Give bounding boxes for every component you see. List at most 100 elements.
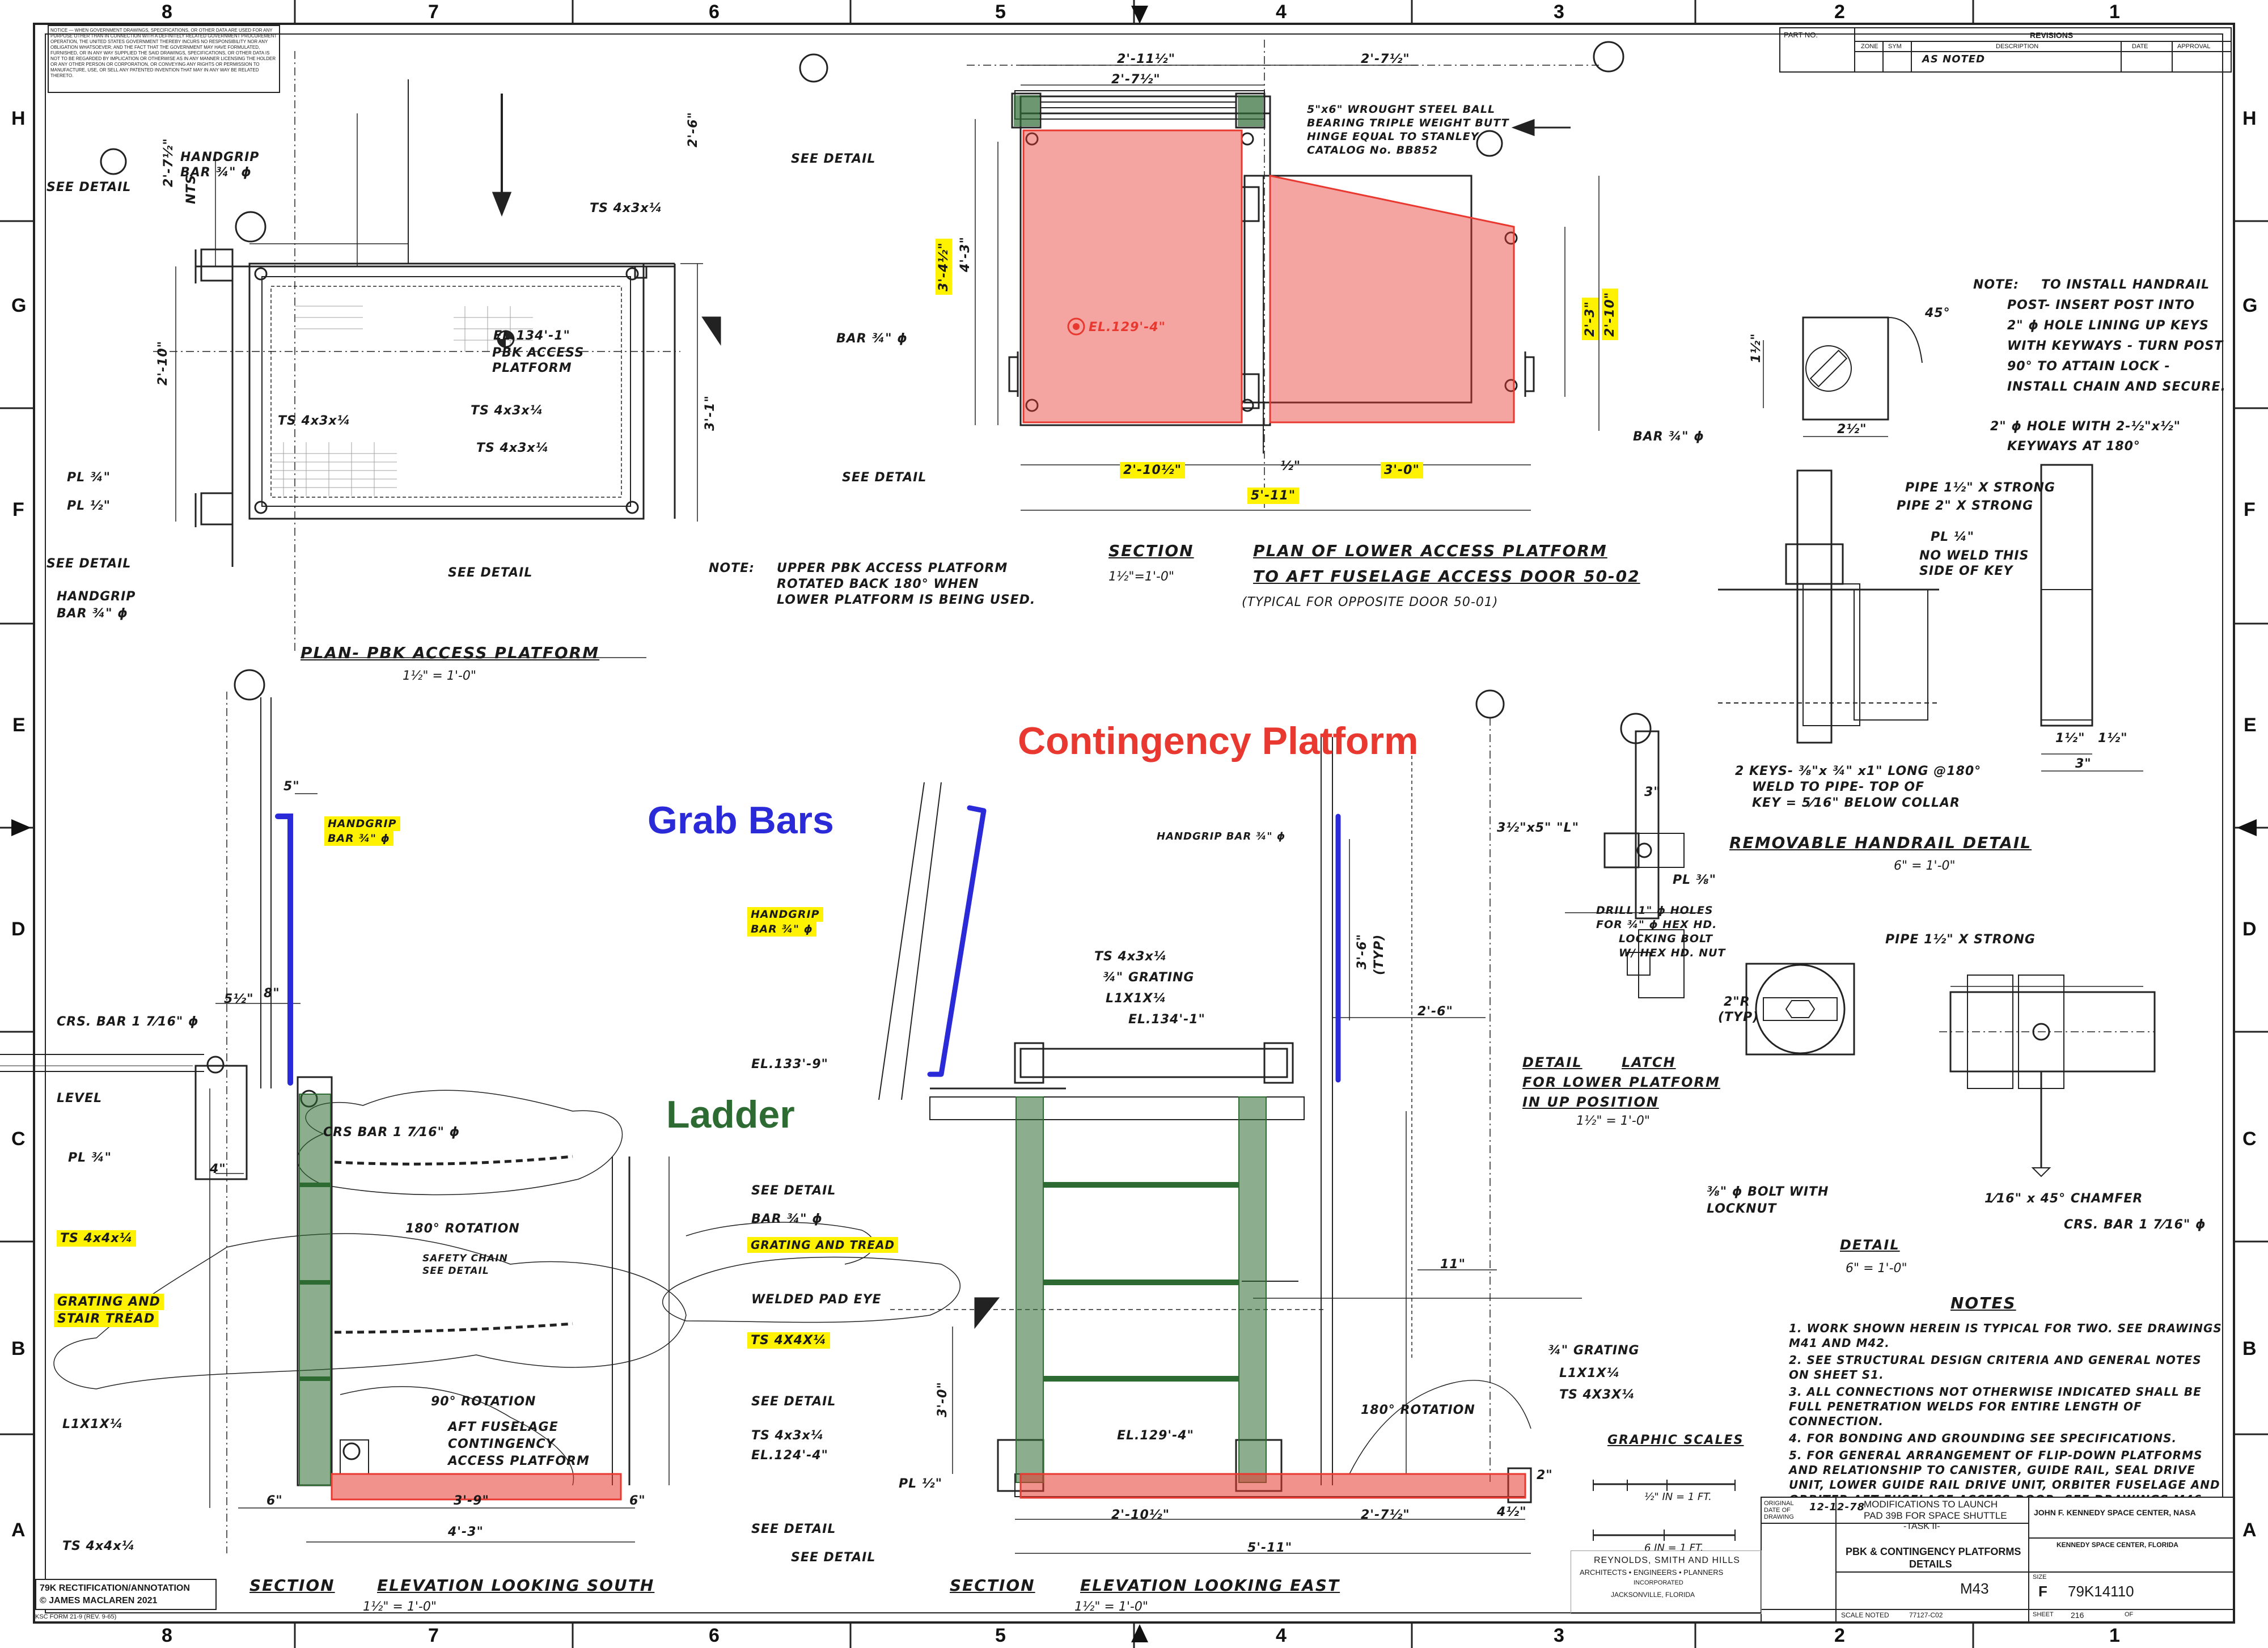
section-a-crs-bar-1: CRS. BAR 1 7⁄16" ϕ [57, 1015, 199, 1029]
section-b-dim-8: 3'-0" [936, 1382, 950, 1417]
zone-col-6-bottom: 6 [709, 1625, 720, 1646]
zone-row-c-left: C [11, 1128, 26, 1150]
detail-e-title: DETAIL [1840, 1237, 1900, 1253]
section-a-ts-3: TS 4x3x¼ [751, 1429, 824, 1443]
title-sheet-label: SHEET [2033, 1611, 2054, 1618]
title-block: ORIGINAL DATE OF DRAWING 12-12-78 MODIFI… [1761, 1497, 2234, 1622]
handrail-noweld-2: SIDE OF KEY [1919, 564, 2013, 578]
handrail-dim-5: 3" [2075, 757, 2092, 771]
handrail-dim-4: 1½" [2098, 731, 2128, 745]
section-a-title-label: SECTION [249, 1576, 335, 1595]
latch-title-1: DETAIL [1522, 1054, 1582, 1070]
plan-see-detail-e: SEE DETAIL [46, 180, 132, 194]
notes-list: 1. WORK SHOWN HEREIN IS TYPICAL FOR TWO.… [1789, 1321, 2225, 1524]
section-c-dim-right2: 2'-10" [1602, 288, 1618, 340]
handrail-keys-2: WELD TO PIPE- TOP OF [1752, 780, 1925, 794]
revisions-col-zone: ZONE [1861, 43, 1878, 50]
plan-pl-half: PL ½" [67, 499, 111, 513]
revisions-col-approval: APPROVAL [2177, 43, 2211, 50]
section-b-handgrip: HANDGRIP [747, 907, 823, 922]
plan-pbk-access: PBK ACCESS [492, 346, 585, 360]
section-a-dim-3-9: 3'-9" [454, 1494, 489, 1508]
title-line-1: MODIFICATIONS TO LAUNCH [1864, 1499, 1998, 1510]
section-b-dim-2: 2'-7½" [1361, 1508, 1410, 1522]
detail-e-pipe: PIPE 1½" X STRONG [1885, 933, 2036, 947]
title-scale-label: SCALE NOTED [1841, 1611, 1889, 1619]
section-a-title: ELEVATION LOOKING SOUTH [377, 1576, 655, 1595]
section-b-dim-7: 11" [1440, 1257, 1466, 1272]
section-b-dim-4: 3'-6" [1355, 934, 1369, 969]
latch-dim: 3" [1644, 785, 1661, 799]
section-b-dim-6: 2'-6" [1417, 1005, 1453, 1019]
revisions-part-no: PART NO. [1784, 31, 1818, 39]
section-b-grating-tread: GRATING AND TREAD [747, 1237, 899, 1253]
handrail-note-1: TO INSTALL HANDRAIL [2041, 278, 2210, 292]
copyright-line-2: © JAMES MACLAREN 2021 [40, 1596, 158, 1605]
handrail-dim-3: 1½" [2055, 731, 2085, 745]
section-c-dim-half: ½" [1280, 459, 1301, 473]
section-a-dim-5: 5" [284, 779, 300, 794]
zone-col-5-top: 5 [995, 1, 1006, 23]
title-line-3: -TASK II- [1903, 1522, 1940, 1531]
revisions-col-sym: SYM [1888, 43, 1902, 50]
plan-handgrip2: HANDGRIP [57, 590, 136, 604]
section-a-chain-2: SEE DETAIL [422, 1265, 489, 1277]
handrail-pl: PL ¼" [1931, 530, 1975, 544]
revisions-header: REVISIONS [2030, 31, 2074, 40]
revisions-block: PART NO. REVISIONS ZONE SYM DESCRIPTION … [1779, 27, 2232, 73]
elevation-marker [1067, 317, 1085, 336]
latch-drill-4: W/ HEX HD. NUT [1619, 947, 1726, 959]
firm-discipline: ARCHITECTS • ENGINEERS • PLANNERS [1580, 1568, 1724, 1577]
handrail-dim-2: 2½" [1837, 422, 1867, 437]
zone-row-f-right: F [2244, 499, 2256, 520]
section-a-dim-4-3: 4'-3" [448, 1525, 484, 1539]
section-b-el-129: EL.129'-4" [1117, 1429, 1194, 1443]
plan-ts-low: TS 4x3x¼ [476, 441, 549, 455]
title-sheet: 216 [2071, 1611, 2084, 1620]
note-item: 1. WORK SHOWN HEREIN IS TYPICAL FOR TWO.… [1789, 1321, 2222, 1350]
section-c-bar: BAR ¾" ϕ [836, 332, 908, 346]
contingency-platform-section-b [1019, 1473, 1526, 1499]
callout-contingency-platform: Contingency Platform [1018, 719, 1419, 762]
zone-row-a-left: A [11, 1519, 26, 1541]
graphic-scales-title: GRAPHIC SCALES [1607, 1433, 1744, 1447]
zone-row-h-right: H [2242, 108, 2257, 129]
section-b-angle-right: L1X1X¼ [1559, 1366, 1620, 1380]
plan-dim-2-10: 2'-10" [156, 340, 170, 385]
latch-drill-1: DRILL 1" ϕ HOLES [1596, 904, 1713, 917]
section-a-scale: 1½" = 1'-0" [363, 1600, 437, 1614]
plan-note-line-1: UPPER PBK ACCESS PLATFORM [777, 561, 1008, 575]
section-b-ts: TS 4x3x¼ [1094, 950, 1167, 964]
section-a-dim-6-right: 6" [629, 1494, 646, 1508]
latch-drill-3: LOCKING BOLT [1619, 933, 1713, 945]
plan-handgrip-bar: BAR ¾" ϕ [180, 166, 252, 180]
handrail-note-4: WITH KEYWAYS - TURN POST [2007, 339, 2224, 353]
section-a-dim-8: 8" [264, 986, 280, 1001]
section-a-dim-5-half: 5½" [224, 992, 254, 1006]
zone-col-3-bottom: 3 [1554, 1625, 1564, 1646]
hinge-green-right [1238, 95, 1263, 126]
zone-row-h-left: H [11, 108, 26, 129]
section-b-handgrip-right: HANDGRIP BAR ¾" ϕ [1157, 831, 1286, 842]
plan-see-detail-e2: SEE DETAIL [46, 557, 132, 571]
section-a-aft-1: AFT FUSELAGE [448, 1420, 558, 1434]
latch-radius-typ: (TYP) [1718, 1010, 1759, 1024]
hinge-spec-2: BEARING TRIPLE WEIGHT BUTT [1307, 117, 1509, 129]
ladder-rail-left-section-b [1015, 1096, 1044, 1483]
section-c-dim-left: 3'-4½" [936, 239, 952, 295]
section-b-dim-5: (TYP) [1372, 934, 1386, 975]
section-a-crs-bar-2: CRS BAR 1 7⁄16" ϕ [323, 1125, 460, 1139]
zone-col-8-top: 8 [162, 1, 172, 23]
graphic-scale-1: ½" IN = 1 FT. [1644, 1491, 1712, 1503]
zone-col-1-bottom: 1 [2109, 1625, 2120, 1646]
latch-drill-2: FOR ¾" ϕ HEX HD. [1596, 918, 1717, 931]
zone-col-1-top: 1 [2109, 1, 2120, 23]
section-b-pad-eye: WELDED PAD EYE [751, 1293, 882, 1307]
zone-col-3-top: 3 [1554, 1, 1564, 23]
section-a-rotation-90: 90° ROTATION [431, 1395, 536, 1409]
zone-row-a-right: A [2242, 1519, 2257, 1541]
zone-col-2-top: 2 [1834, 1, 1845, 23]
handrail-pipe-1: PIPE 1½" X STRONG [1905, 481, 2055, 495]
section-a-grating-1: GRATING AND [54, 1294, 164, 1310]
